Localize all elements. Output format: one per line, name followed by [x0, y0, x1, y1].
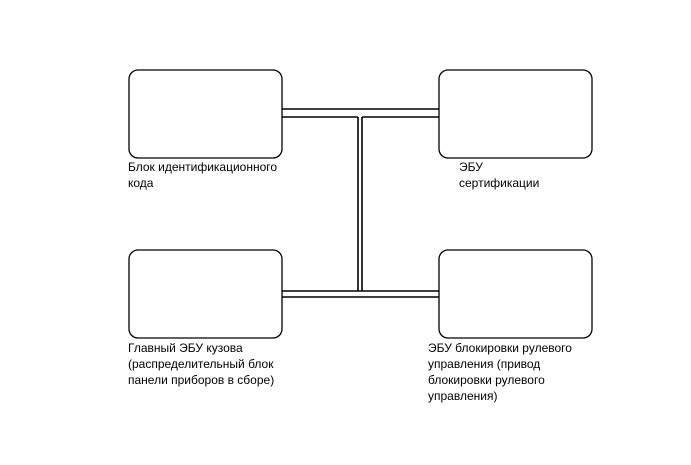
steering-lock-ecu-box: [438, 249, 593, 339]
certification-ecu-label: ЭБУ сертификации: [459, 160, 540, 190]
main-body-ecu-box: [128, 249, 283, 339]
vertical-bus-trunk: [357, 117, 363, 291]
upper-bus-line: [282, 108, 439, 118]
id-code-box-label: Блок идентификационного кода: [128, 160, 278, 190]
certification-ecu-box: [438, 69, 593, 159]
id-code-box: [128, 69, 283, 159]
lower-bus-line: [282, 290, 439, 298]
steering-lock-ecu-label: ЭБУ блокировки рулевого управления (прив…: [428, 341, 572, 403]
main-body-ecu-label: Главный ЭБУ кузова (распределительный бл…: [128, 341, 275, 387]
